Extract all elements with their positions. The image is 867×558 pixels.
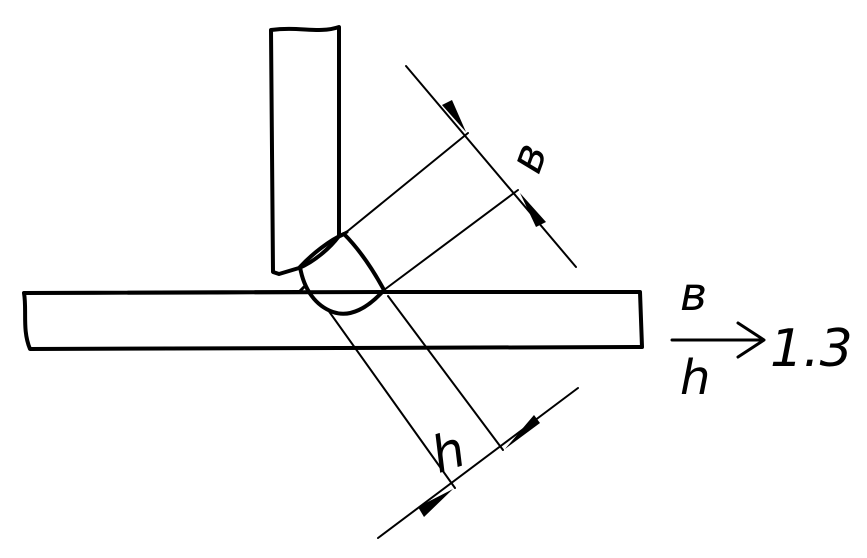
horizontal-plate (22, 290, 644, 351)
width-arrowhead-lower (520, 193, 546, 227)
depth-dimension-line (377, 387, 579, 539)
width-arrowhead-upper (442, 100, 466, 132)
width-extension-line-lower (383, 189, 519, 291)
depth-extension-line-right (387, 295, 504, 451)
weld-width-label: в (498, 136, 558, 180)
weld-bead (298, 232, 386, 316)
ratio-arrow-head (736, 321, 766, 359)
width-dimension-line (405, 65, 577, 268)
depth-arrowhead-right (505, 415, 540, 449)
depth-extension-line-left (327, 309, 456, 489)
depth-arrowhead-left (418, 489, 453, 517)
ratio-denominator: h (680, 350, 710, 406)
ratio-numerator: в (680, 267, 707, 321)
penetration-depth-label: h (424, 420, 472, 485)
weld-toe-horizontal (297, 285, 306, 294)
vertical-plate (269, 25, 341, 276)
width-extension-line-upper (343, 132, 469, 235)
ratio-value: 1.3 (770, 319, 853, 379)
